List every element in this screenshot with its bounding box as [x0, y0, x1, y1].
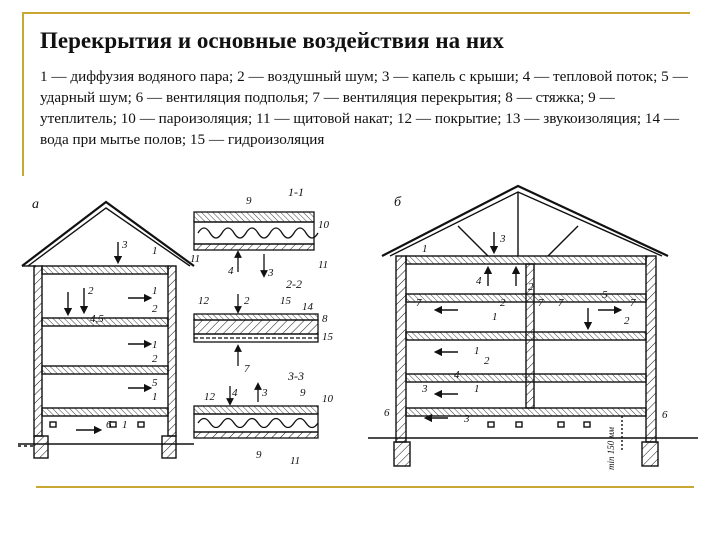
label-2-15: 15	[280, 295, 292, 307]
label-b-6b: 6	[662, 409, 668, 421]
label-b-2c: 2	[624, 315, 630, 327]
label-1-9: 9	[246, 195, 252, 207]
label-b-3: 3	[499, 233, 506, 245]
label-a-2c: 2	[152, 353, 158, 365]
label-b-6: 6	[384, 407, 390, 419]
label-b-3c: 3	[463, 413, 470, 425]
label-b-2d: 2	[484, 355, 490, 367]
label-b-1d: 1	[474, 383, 480, 395]
label-a-5: 5	[152, 377, 158, 389]
floor-structures-diagram: а 3 1 2 1 4,5 2 1 2 5 1 6 1	[18, 184, 698, 470]
panel-label-b: б	[394, 195, 402, 210]
accent-line-left	[22, 12, 24, 176]
label-2-15b: 15	[322, 331, 334, 343]
label-2-12: 12	[198, 295, 210, 307]
label-b-1: 1	[422, 243, 428, 255]
accent-line-top	[22, 12, 690, 14]
label-a-2: 2	[88, 285, 94, 297]
label-b-3b: 3	[421, 383, 428, 395]
label-3-10: 10	[322, 393, 334, 405]
label-2-7: 7	[244, 363, 250, 375]
label-1-11: 11	[190, 253, 200, 265]
section-labels: 1-1 9 10 4 3 11 11 2-2 12 2 15 14 8 15 7…	[190, 185, 334, 467]
label-1-10: 10	[318, 219, 330, 231]
label-3-11: 11	[290, 455, 300, 467]
label-2-8: 8	[322, 313, 328, 325]
section-2-title: 2-2	[286, 277, 302, 291]
label-b-1c: 1	[474, 345, 480, 357]
label-b-7: 7	[416, 297, 422, 309]
house-b	[368, 184, 698, 467]
label-a-1b: 1	[152, 285, 158, 297]
label-b-4: 4	[476, 275, 482, 287]
panel-label-a: а	[32, 197, 39, 212]
label-a-45: 4,5	[90, 313, 104, 325]
section-details	[193, 211, 319, 439]
label-b-7d: 7	[630, 297, 636, 309]
label-1-3: 3	[267, 267, 274, 279]
label-a-2b: 2	[152, 303, 158, 315]
accent-line-bottom	[36, 486, 694, 488]
house-a-labels: а 3 1 2 1 4,5 2 1 2 5 1 6 1	[32, 197, 158, 431]
label-a-1: 1	[152, 245, 158, 257]
label-2-14: 14	[302, 301, 314, 313]
slide-title: Перекрытия и основные воздействия на них	[40, 28, 504, 53]
label-b-2: 2	[528, 281, 534, 293]
label-a-1d: 1	[152, 391, 158, 403]
section-3-title: 3-3	[287, 369, 304, 383]
measure-label: min 150 мм	[606, 427, 616, 470]
label-3-3: 3	[261, 387, 268, 399]
label-b-4b: 4	[454, 369, 460, 381]
label-a-1e: 1	[122, 419, 128, 431]
label-1-4: 4	[228, 265, 234, 277]
legend-caption: 1 — диффузия водяного пара; 2 — воздушны…	[40, 68, 688, 148]
label-3-4: 4	[232, 387, 238, 399]
house-b-labels: б 3 1 4 2 7 2 7 1 7 5 2 7 1 3 4 1 2 6 3 …	[384, 195, 668, 470]
label-b-7b: 7	[538, 297, 544, 309]
label-a-3: 3	[121, 239, 128, 251]
label-a-6: 6	[106, 419, 112, 431]
label-b-7c: 7	[558, 297, 564, 309]
label-3-9: 9	[300, 387, 306, 399]
label-3-12: 12	[204, 391, 216, 403]
label-1-11b: 11	[318, 259, 328, 271]
label-b-5: 5	[602, 289, 608, 301]
label-b-1b: 1	[492, 311, 498, 323]
label-a-1c: 1	[152, 339, 158, 351]
section-1-title: 1-1	[288, 185, 304, 199]
house-a	[18, 200, 195, 459]
label-3-9b: 9	[256, 449, 262, 461]
label-2-2: 2	[244, 295, 250, 307]
label-b-2b: 2	[500, 297, 506, 309]
